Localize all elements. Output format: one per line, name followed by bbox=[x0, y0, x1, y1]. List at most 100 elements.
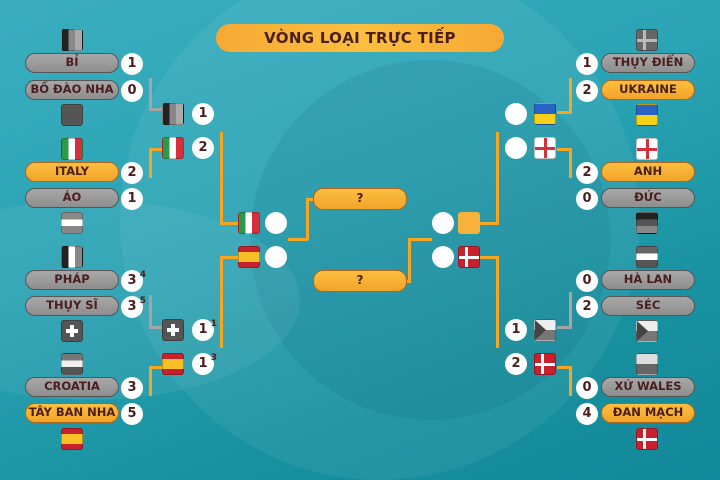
flag-france-icon bbox=[61, 246, 83, 268]
team-ukraine[interactable]: UKRAINE bbox=[601, 80, 695, 100]
flag-croatia-icon bbox=[61, 353, 83, 375]
qf-flag-denmark-icon bbox=[534, 353, 556, 375]
sf-flag-italy-icon bbox=[238, 212, 260, 234]
connector bbox=[569, 366, 572, 396]
flag-ukraine-icon bbox=[636, 104, 658, 126]
team-england[interactable]: ANH bbox=[601, 162, 695, 182]
connector bbox=[220, 222, 238, 225]
qf-flag-england-icon bbox=[534, 137, 556, 159]
score-portugal: 0 bbox=[121, 80, 143, 102]
team-germany[interactable]: ĐỨC bbox=[601, 188, 695, 208]
flag-portugal-icon bbox=[61, 104, 83, 126]
connector bbox=[149, 366, 163, 369]
score-czech: 2 bbox=[576, 296, 598, 318]
connector bbox=[149, 366, 152, 396]
team-portugal[interactable]: BỒ ĐÀO NHA bbox=[25, 80, 119, 100]
score-spain: 5 bbox=[121, 403, 143, 425]
connector bbox=[569, 78, 572, 114]
final-slot-2[interactable]: ? bbox=[313, 270, 407, 292]
connector bbox=[149, 148, 152, 178]
connector bbox=[149, 108, 163, 111]
connector bbox=[149, 78, 152, 110]
team-denmark[interactable]: ĐAN MẠCH bbox=[601, 403, 695, 423]
score-sweden: 1 bbox=[576, 53, 598, 75]
flag-netherlands-icon bbox=[636, 246, 658, 268]
qf-score-denmark: 2 bbox=[505, 353, 527, 375]
connector bbox=[306, 198, 309, 240]
flag-germany-icon bbox=[636, 212, 658, 234]
flag-belgium-icon bbox=[61, 29, 83, 51]
connector bbox=[149, 148, 163, 151]
connector bbox=[569, 292, 572, 329]
team-croatia[interactable]: CROATIA bbox=[25, 377, 119, 397]
qf-score-empty bbox=[505, 103, 527, 125]
connector bbox=[557, 366, 571, 369]
qf-flag-spain-icon bbox=[162, 353, 184, 375]
connector bbox=[557, 148, 571, 151]
sf-score-empty bbox=[265, 246, 287, 268]
qf-score-italy: 2 bbox=[192, 137, 214, 159]
qf-flag-switzerland-icon bbox=[162, 319, 184, 341]
flag-sweden-icon bbox=[636, 29, 658, 51]
connector bbox=[408, 238, 411, 282]
score-croatia: 3 bbox=[121, 377, 143, 399]
flag-czech-icon bbox=[636, 320, 658, 342]
team-spain[interactable]: TÂY BAN NHA bbox=[25, 403, 119, 423]
sf-flag-spain-icon bbox=[238, 246, 260, 268]
qf-flag-czech-icon bbox=[534, 319, 556, 341]
flag-england-icon bbox=[636, 138, 658, 160]
page-title: VÒNG LOẠI TRỰC TIẾP bbox=[216, 24, 504, 52]
qf-score-belgium: 1 bbox=[192, 103, 214, 125]
score-ukraine: 2 bbox=[576, 80, 598, 102]
team-belgium[interactable]: BỈ bbox=[25, 53, 119, 73]
team-czech[interactable]: SÉC bbox=[601, 296, 695, 316]
team-sweden[interactable]: THỤY ĐIỂN bbox=[601, 53, 695, 73]
connector bbox=[480, 256, 498, 259]
team-netherlands[interactable]: HÀ LAN bbox=[601, 270, 695, 290]
connector bbox=[557, 326, 571, 329]
score-belgium: 1 bbox=[121, 53, 143, 75]
team-switzerland[interactable]: THỤY SĨ bbox=[25, 296, 119, 316]
qf-score-empty bbox=[505, 137, 527, 159]
sf-placeholder-slot bbox=[458, 212, 480, 234]
connector bbox=[288, 238, 308, 241]
final-slot-1[interactable]: ? bbox=[313, 188, 407, 210]
flag-spain-icon bbox=[61, 428, 83, 450]
qf-score-czech: 1 bbox=[505, 319, 527, 341]
connector bbox=[149, 326, 163, 329]
team-austria[interactable]: ÁO bbox=[25, 188, 119, 208]
connector bbox=[220, 132, 223, 224]
connector bbox=[408, 238, 432, 241]
qf-flag-belgium-icon bbox=[162, 103, 184, 125]
connector bbox=[569, 148, 572, 178]
connector bbox=[149, 295, 152, 328]
flag-switzerland-icon bbox=[61, 320, 83, 342]
sf-score-empty bbox=[432, 212, 454, 234]
score-denmark: 4 bbox=[576, 403, 598, 425]
background-swirl bbox=[120, 0, 640, 480]
qf-flag-italy-icon bbox=[162, 137, 184, 159]
team-italy[interactable]: ITALY bbox=[25, 162, 119, 182]
flag-italy-icon bbox=[61, 138, 83, 160]
flag-denmark-icon bbox=[636, 428, 658, 450]
score-germany: 0 bbox=[576, 188, 598, 210]
score-england: 2 bbox=[576, 162, 598, 184]
penalty-switzerland: 5 bbox=[139, 296, 146, 306]
sf-score-empty bbox=[265, 212, 287, 234]
connector bbox=[306, 198, 314, 201]
team-france[interactable]: PHÁP bbox=[25, 270, 119, 290]
connector bbox=[220, 256, 223, 348]
score-wales: 0 bbox=[576, 377, 598, 399]
sf-flag-denmark-icon bbox=[458, 246, 480, 268]
qf-flag-ukraine-icon bbox=[534, 103, 556, 125]
score-netherlands: 0 bbox=[576, 270, 598, 292]
score-austria: 1 bbox=[121, 188, 143, 210]
connector bbox=[557, 111, 571, 114]
score-italy: 2 bbox=[121, 162, 143, 184]
team-wales[interactable]: XỨ WALES bbox=[601, 377, 695, 397]
sf-score-empty bbox=[432, 246, 454, 268]
connector bbox=[220, 256, 238, 259]
